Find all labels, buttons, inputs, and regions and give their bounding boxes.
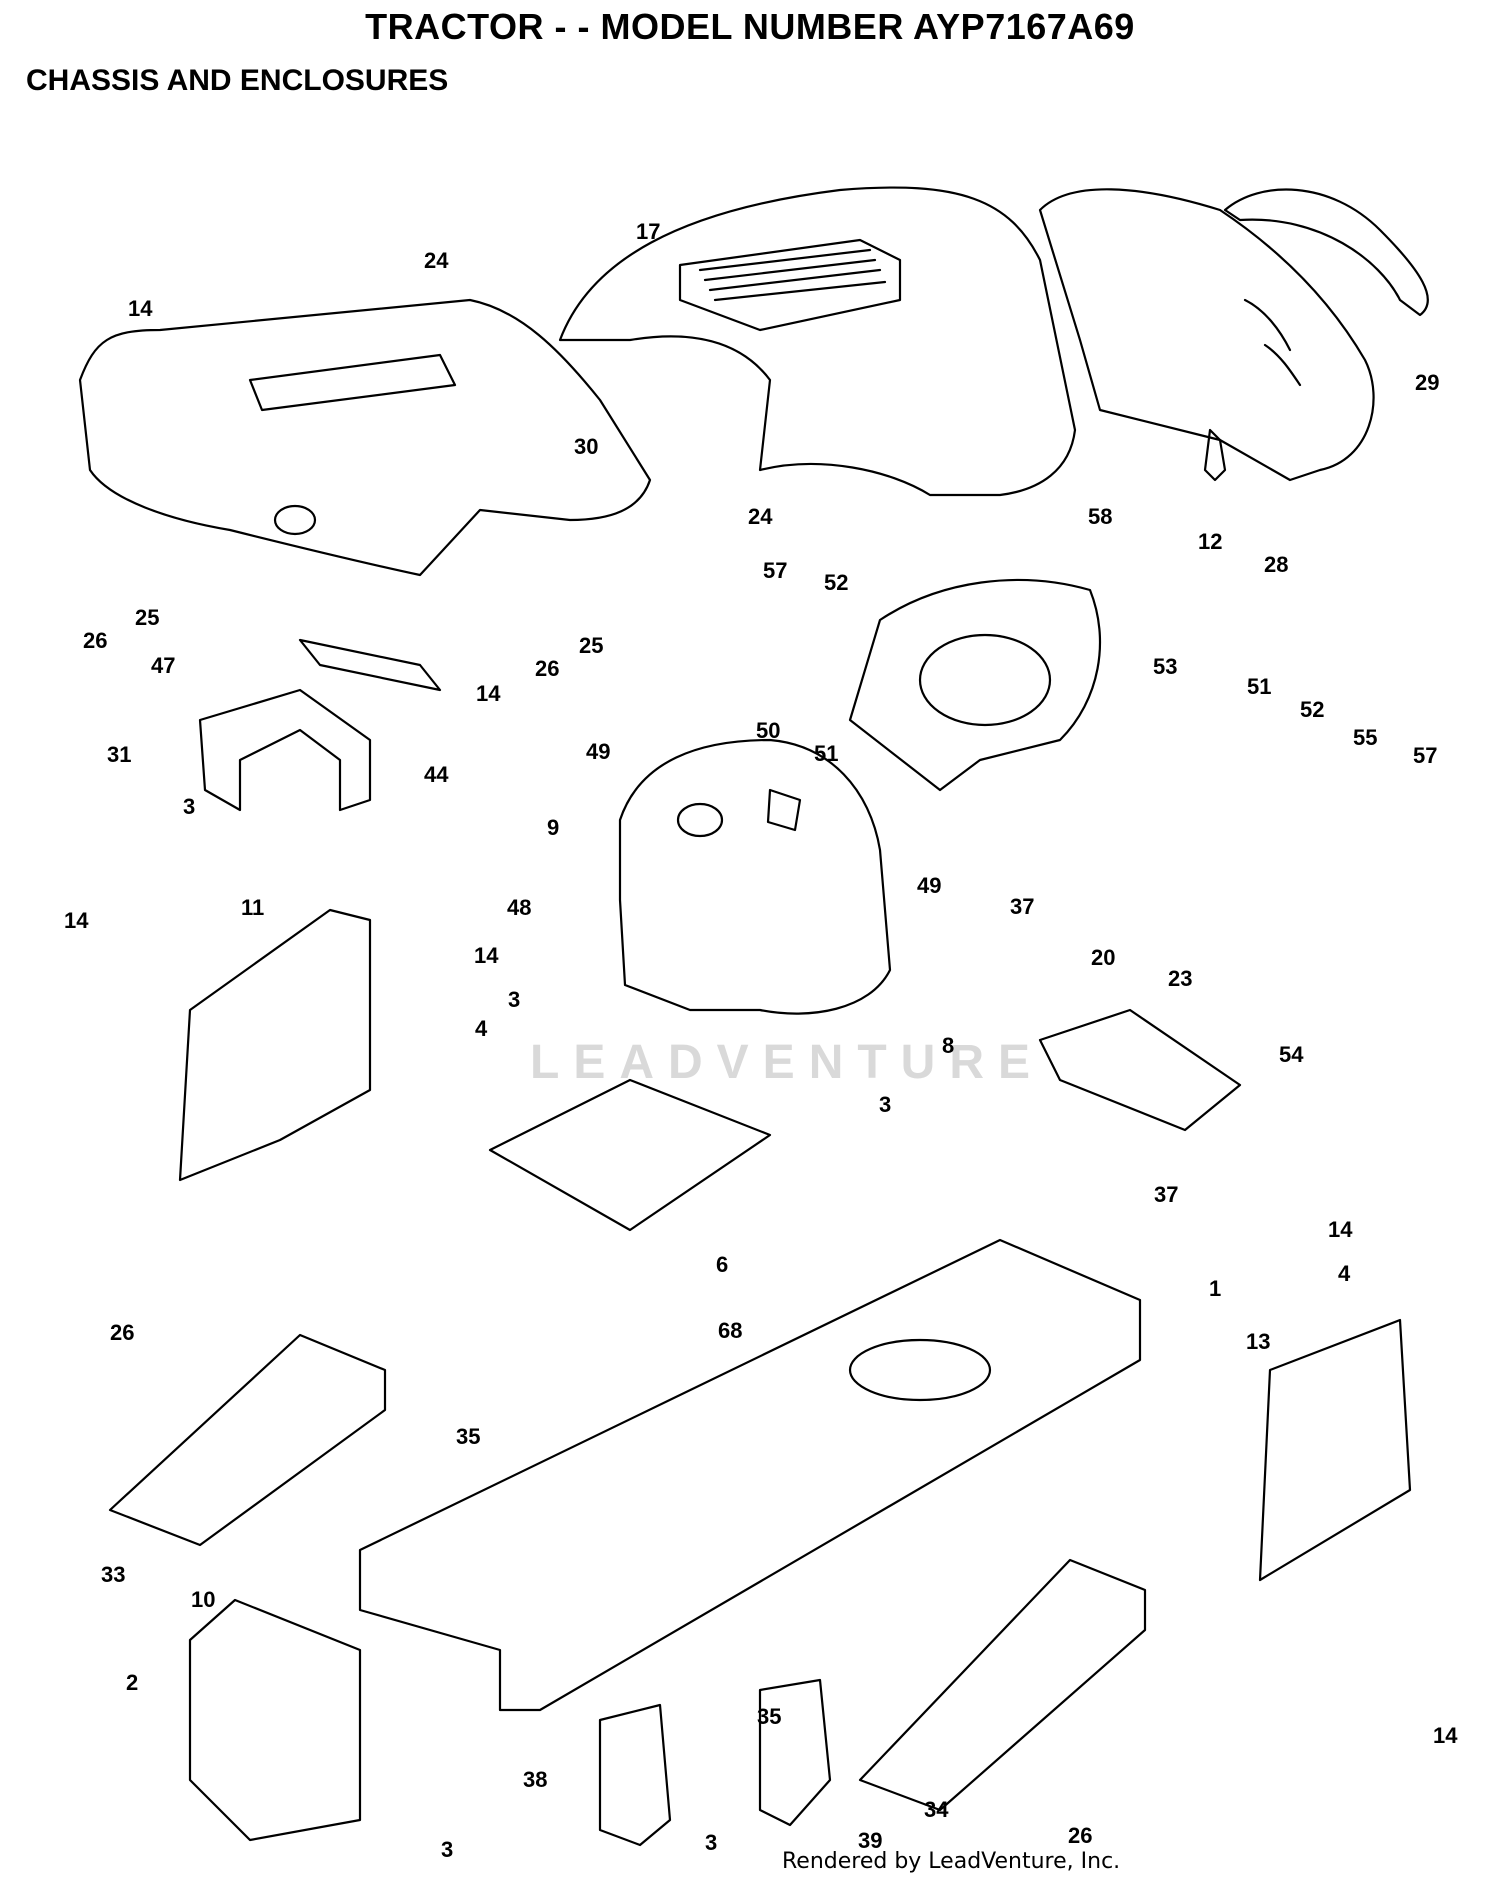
- callout-28[interactable]: 28: [1264, 552, 1289, 577]
- callout-33[interactable]: 33: [101, 1562, 126, 1587]
- callout-25[interactable]: 25: [579, 633, 604, 658]
- callout-17[interactable]: 17: [636, 219, 661, 244]
- callout-26[interactable]: 26: [110, 1320, 135, 1345]
- callout-1[interactable]: 1: [1209, 1276, 1222, 1301]
- callout-24[interactable]: 24: [424, 248, 449, 273]
- callout-4[interactable]: 4: [1338, 1261, 1351, 1286]
- callout-25[interactable]: 25: [135, 605, 160, 630]
- part-44-plate: [298, 638, 442, 692]
- callout-8[interactable]: 8: [942, 1033, 955, 1058]
- part-17-hood: [558, 186, 1077, 497]
- part-11-side-panel: [178, 908, 372, 1182]
- callout-14[interactable]: 14: [474, 943, 499, 968]
- part-38-bracket: [598, 1703, 672, 1847]
- part-33-footrest: [108, 1333, 387, 1547]
- callout-68[interactable]: 68: [718, 1318, 743, 1343]
- part-34-footrest: [858, 1558, 1147, 1812]
- callout-31[interactable]: 31: [107, 742, 132, 767]
- part-28-grille-housing: [1038, 188, 1375, 482]
- callout-53[interactable]: 53: [1153, 654, 1178, 679]
- callout-30[interactable]: 30: [574, 434, 599, 459]
- callout-6[interactable]: 6: [716, 1252, 729, 1277]
- callout-50[interactable]: 50: [756, 718, 781, 743]
- callout-26[interactable]: 26: [535, 656, 560, 681]
- callout-49[interactable]: 49: [917, 873, 942, 898]
- callout-48[interactable]: 48: [507, 895, 532, 920]
- callout-29[interactable]: 29: [1415, 370, 1440, 395]
- callout-3[interactable]: 3: [879, 1092, 892, 1117]
- callout-20[interactable]: 20: [1091, 945, 1116, 970]
- diagram-title: TRACTOR - - MODEL NUMBER AYP7167A69: [365, 6, 1135, 47]
- callout-14[interactable]: 14: [128, 296, 153, 321]
- callout-23[interactable]: 23: [1168, 966, 1193, 991]
- callout-38[interactable]: 38: [523, 1767, 548, 1792]
- callout-54[interactable]: 54: [1279, 1042, 1304, 1067]
- part-30-dash-panel: [78, 298, 652, 577]
- callout-26[interactable]: 26: [83, 628, 108, 653]
- callout-14[interactable]: 14: [64, 908, 89, 933]
- callout-44[interactable]: 44: [424, 762, 449, 787]
- part-6-plate: [488, 1078, 772, 1232]
- part-20-bracket: [1038, 1008, 1242, 1132]
- callout-12[interactable]: 12: [1198, 529, 1223, 554]
- callout-52[interactable]: 52: [1300, 697, 1325, 722]
- callout-24[interactable]: 24: [748, 504, 773, 529]
- callout-26[interactable]: 26: [1068, 1823, 1093, 1848]
- watermark-text: LEADVENTURE: [530, 1036, 1045, 1089]
- callout-51[interactable]: 51: [1247, 674, 1272, 699]
- part-58-shroud: [848, 578, 1102, 792]
- callout-14[interactable]: 14: [1328, 1217, 1353, 1242]
- callout-3[interactable]: 3: [183, 794, 196, 819]
- callout-14[interactable]: 14: [476, 681, 501, 706]
- callout-14[interactable]: 14: [1433, 1723, 1458, 1748]
- callout-35[interactable]: 35: [757, 1704, 782, 1729]
- part-12-latch: [1203, 428, 1227, 482]
- callout-35[interactable]: 35: [456, 1424, 481, 1449]
- callout-4[interactable]: 4: [475, 1016, 488, 1041]
- part-31-bracket: [198, 688, 372, 812]
- callout-39[interactable]: 39: [858, 1828, 883, 1853]
- callout-51[interactable]: 51: [814, 741, 839, 766]
- callout-37[interactable]: 37: [1010, 894, 1035, 919]
- callout-58[interactable]: 58: [1088, 504, 1113, 529]
- callout-55[interactable]: 55: [1353, 725, 1378, 750]
- callout-49[interactable]: 49: [586, 739, 611, 764]
- callout-57[interactable]: 57: [763, 558, 788, 583]
- diagram-subtitle: CHASSIS AND ENCLOSURES: [26, 64, 449, 97]
- callout-11[interactable]: 11: [241, 895, 265, 920]
- callout-47[interactable]: 47: [151, 653, 176, 678]
- callout-57[interactable]: 57: [1413, 743, 1438, 768]
- part-39-bracket: [758, 1678, 832, 1827]
- callout-34[interactable]: 34: [924, 1797, 949, 1822]
- callout-13[interactable]: 13: [1246, 1329, 1271, 1354]
- callout-52[interactable]: 52: [824, 570, 849, 595]
- callout-3[interactable]: 3: [705, 1830, 718, 1855]
- callout-2[interactable]: 2: [126, 1670, 139, 1695]
- part-1-frame: [358, 1238, 1142, 1712]
- part-9-dash-enclosure: [618, 738, 892, 1015]
- callout-10[interactable]: 10: [191, 1587, 216, 1612]
- callout-3[interactable]: 3: [441, 1837, 454, 1862]
- part-13-side-panel: [1258, 1318, 1412, 1582]
- part-29-grille-insert: [1223, 188, 1429, 317]
- footer-credit: Rendered by LeadVenture, Inc.: [782, 1849, 1121, 1874]
- callout-9[interactable]: 9: [547, 815, 560, 840]
- callout-3[interactable]: 3: [508, 987, 521, 1012]
- callout-37[interactable]: 37: [1154, 1182, 1179, 1207]
- part-2-bracket: [188, 1598, 362, 1842]
